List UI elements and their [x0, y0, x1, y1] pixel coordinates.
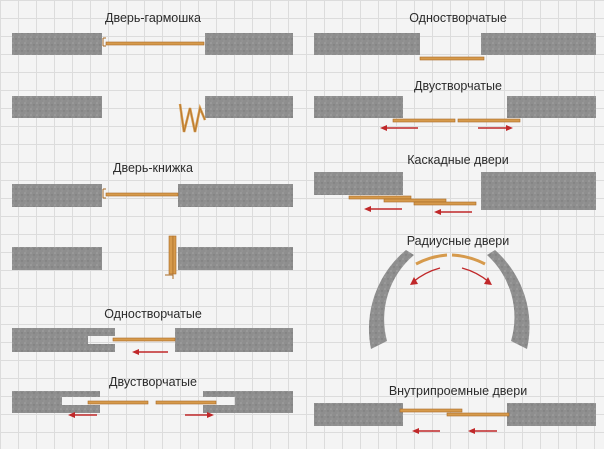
door-panel-right: [457, 118, 521, 123]
double-sliding-left-figure: [12, 391, 293, 418]
label-single-left: Одностворчатые: [104, 307, 202, 321]
door-panel-3: [413, 201, 477, 206]
door-panel: [112, 337, 176, 342]
radius-doors-figure: [368, 250, 530, 349]
accordion-panel: [105, 41, 205, 46]
wall-left: [314, 96, 403, 118]
wall-right: [507, 403, 596, 426]
curved-wall-right: [487, 250, 530, 349]
inside-doors-figure: [314, 403, 596, 434]
book-open-figure: [12, 235, 293, 279]
wall-left: [12, 184, 102, 207]
label-cascade: Каскадные двери: [407, 153, 508, 167]
wall-right-recessed: [203, 391, 293, 413]
cascade-doors-figure: [314, 172, 596, 215]
door-panel: [419, 56, 485, 61]
wall-right: [178, 247, 293, 270]
curved-door-right: [451, 253, 486, 266]
wall-left: [12, 247, 102, 270]
curved-door-left: [415, 253, 448, 266]
accordion-folded-panels: [178, 103, 207, 133]
label-accordion: Дверь-гармошка: [105, 11, 201, 25]
curved-wall-left: [368, 250, 414, 349]
door-panel-2: [446, 412, 510, 417]
door-panel-right: [155, 400, 217, 405]
wall-left: [12, 96, 102, 118]
book-folded-panel: [168, 235, 174, 275]
label-single-right: Одностворчатые: [409, 11, 507, 25]
wall-right: [481, 172, 596, 210]
label-double-right: Двустворчатые: [414, 79, 502, 93]
wall-left-recessed: [12, 391, 100, 413]
wall-left: [12, 33, 102, 55]
accordion-open-figure: [12, 96, 293, 133]
door-panel-2: [383, 198, 447, 203]
wall-right: [175, 328, 293, 352]
wall-right: [481, 33, 596, 55]
label-book: Дверь-книжка: [113, 161, 193, 175]
wall-left: [314, 172, 403, 195]
wall-left: [314, 403, 403, 426]
wall-right: [205, 33, 293, 55]
label-double-left: Двустворчатые: [109, 375, 197, 389]
label-inside: Внутрипроемные двери: [389, 384, 527, 398]
door-panel-1: [399, 408, 463, 413]
wall-left-recessed: [12, 328, 115, 352]
wall-right: [178, 184, 293, 207]
label-radius: Радиусные двери: [407, 234, 510, 248]
double-sliding-right-figure: [314, 96, 596, 131]
single-sliding-right-figure: [314, 33, 596, 61]
book-panel: [105, 192, 179, 197]
door-panel-left: [87, 400, 149, 405]
wall-right: [507, 96, 596, 118]
wall-right: [205, 96, 293, 118]
book-closed-figure: [12, 184, 293, 207]
door-panel-1: [348, 195, 412, 200]
single-sliding-left-figure: [12, 328, 293, 355]
accordion-closed-figure: [12, 33, 293, 55]
door-panel-left: [392, 118, 456, 123]
wall-left: [314, 33, 420, 55]
